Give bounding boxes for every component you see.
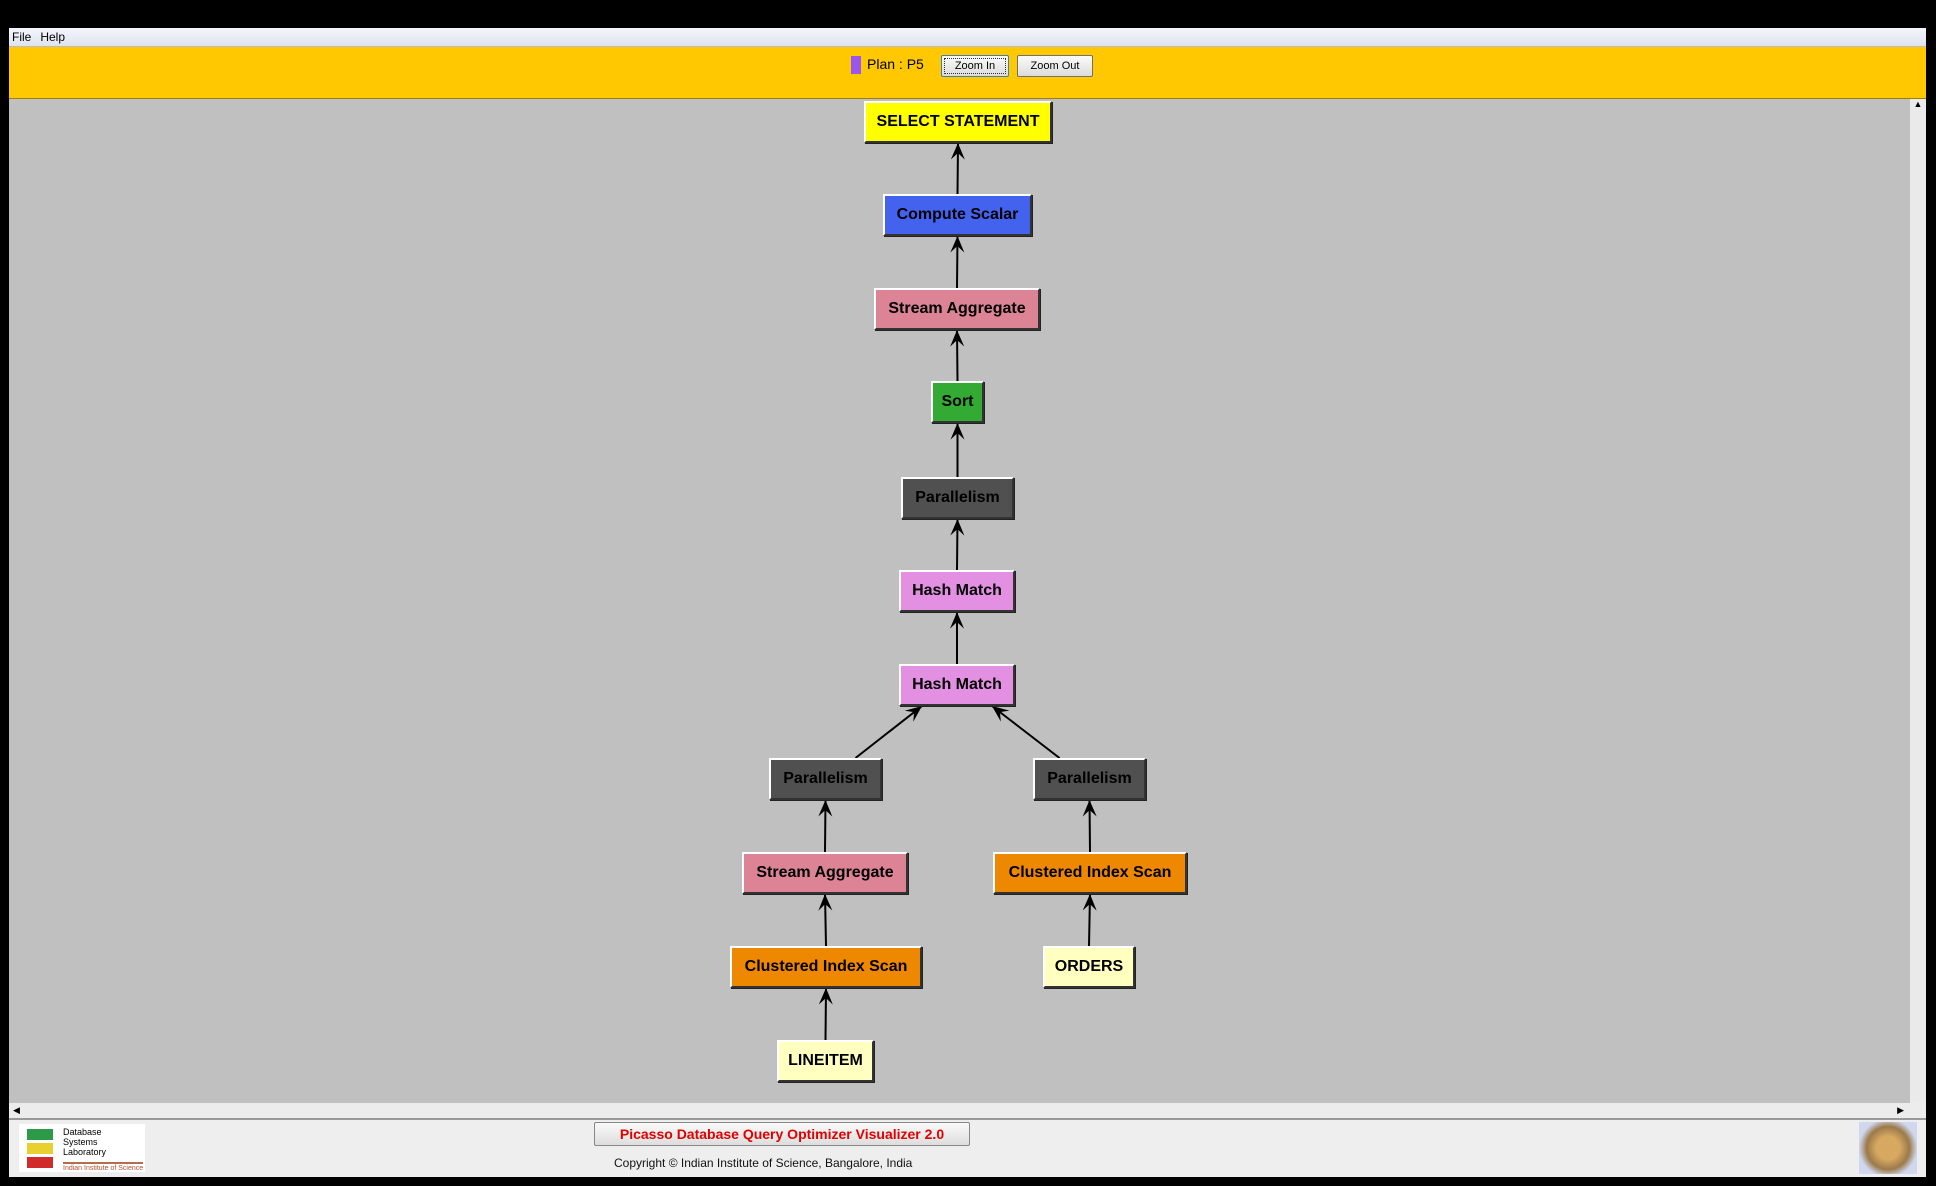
plan-node-compute-scalar[interactable]: Compute Scalar (883, 194, 1032, 236)
iisc-emblem-icon (1859, 1122, 1917, 1174)
plan-node-stream-aggregate[interactable]: Stream Aggregate (874, 288, 1040, 330)
plan-edge (950, 518, 965, 571)
arrow-head-icon (1082, 800, 1097, 817)
arrow-head-icon (950, 519, 965, 536)
plan-edge (949, 612, 965, 664)
plan-edge (950, 142, 965, 195)
menu-help[interactable]: Help (40, 30, 66, 44)
plan-node-hash-match[interactable]: Hash Match (899, 664, 1015, 706)
horizontal-scrollbar[interactable]: ◀▶ (9, 1103, 1926, 1120)
plan-edge (950, 235, 965, 289)
arrow-head-icon (904, 706, 922, 722)
plan-label: Plan : P5 (867, 56, 924, 72)
arrow-head-icon (950, 236, 965, 253)
copyright-text: Copyright © Indian Institute of Science,… (614, 1156, 913, 1170)
toolbar: Plan : P5 Zoom In Zoom Out (9, 47, 1926, 99)
plan-node-sort[interactable]: Sort (931, 381, 984, 423)
plan-node-clustered-index-scan[interactable]: Clustered Index Scan (993, 852, 1187, 894)
arrow-head-icon (950, 143, 965, 160)
arrow-head-icon (949, 612, 965, 629)
plan-node-parallelism[interactable]: Parallelism (769, 758, 882, 800)
plan-node-hash-match[interactable]: Hash Match (899, 570, 1015, 612)
plan-edge (950, 329, 965, 382)
arrow-head-icon (950, 330, 965, 347)
zoom-in-button[interactable]: Zoom In (941, 55, 1009, 77)
plan-node-select-statement[interactable]: SELECT STATEMENT (864, 101, 1052, 143)
footer: Database Systems Laboratory Indian Insti… (9, 1120, 1926, 1177)
menu-bar: File Help (9, 28, 1926, 47)
vertical-scrollbar[interactable]: ▲ (1910, 99, 1926, 1103)
plan-edge (950, 423, 965, 477)
arrow-head-icon (992, 706, 1010, 722)
menu-file[interactable]: File (12, 30, 32, 44)
dsl-lab-name: Database Systems Laboratory (63, 1127, 107, 1157)
arrow-head-icon (1082, 894, 1097, 911)
plan-edge (1082, 893, 1097, 947)
dsl-institute: Indian Institute of Science (63, 1162, 144, 1174)
plan-edges (818, 142, 1097, 1041)
plan-edge (818, 987, 833, 1041)
dsl-logo: Database Systems Laboratory Indian Insti… (19, 1124, 145, 1172)
arrow-head-icon (818, 988, 833, 1005)
plan-edge (854, 705, 923, 759)
scroll-up-icon[interactable]: ▲ (1913, 99, 1923, 109)
plan-edge (818, 799, 833, 853)
plan-node-parallelism[interactable]: Parallelism (1033, 758, 1146, 800)
arrow-head-icon (950, 423, 965, 440)
zoom-out-button[interactable]: Zoom Out (1017, 55, 1093, 77)
plan-node-parallelism[interactable]: Parallelism (901, 477, 1014, 519)
plan-node-clustered-index-scan[interactable]: Clustered Index Scan (730, 946, 922, 988)
plan-node-orders[interactable]: ORDERS (1043, 946, 1135, 988)
plan-edge (1082, 799, 1097, 853)
plan-edge (991, 705, 1061, 759)
plan-node-stream-aggregate[interactable]: Stream Aggregate (742, 852, 908, 894)
scroll-left-icon[interactable]: ◀ (13, 1105, 20, 1115)
scroll-right-icon[interactable]: ▶ (1897, 1105, 1904, 1115)
arrow-head-icon (818, 894, 833, 911)
app-title-button[interactable]: Picasso Database Query Optimizer Visuali… (594, 1122, 970, 1146)
plan-edge (818, 893, 833, 947)
plan-color-swatch (851, 56, 861, 74)
dsl-blocks-icon (27, 1129, 53, 1168)
arrow-head-icon (818, 800, 833, 817)
plan-node-lineitem[interactable]: LINEITEM (777, 1040, 874, 1082)
